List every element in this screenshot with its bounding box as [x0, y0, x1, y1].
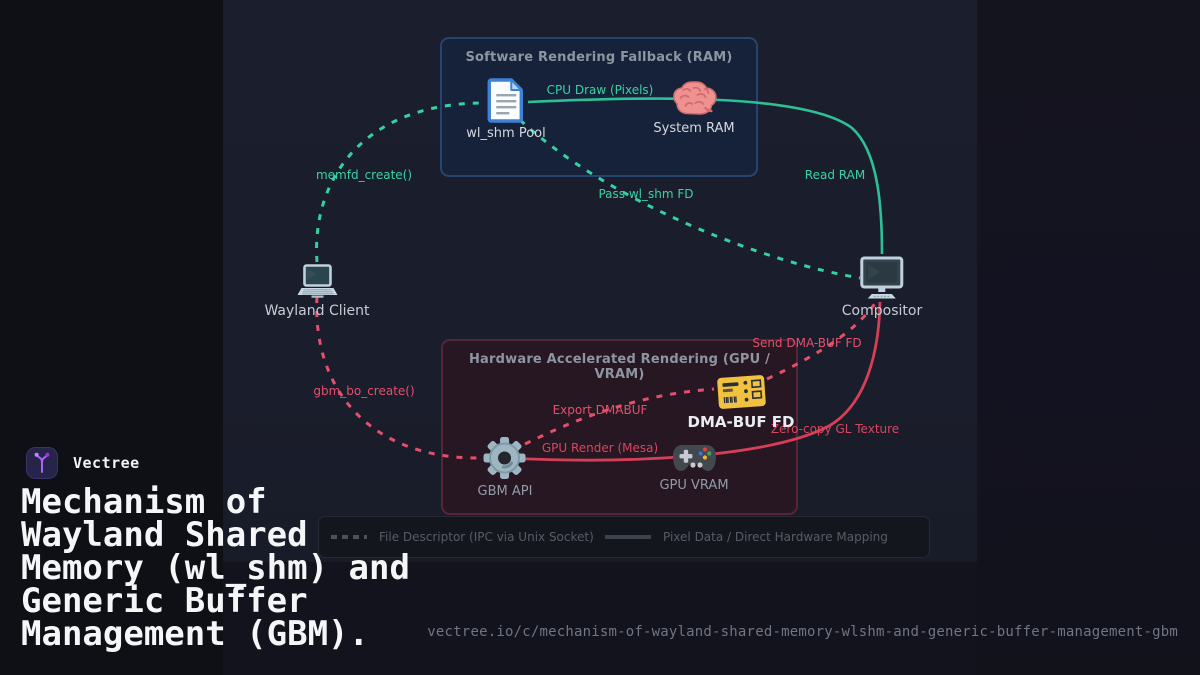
legend-item-fd: File Descriptor (IPC via Unix Socket): [331, 517, 594, 557]
node-wayland-client: Wayland Client: [264, 264, 370, 319]
edge-send-dmabuf-fd: [766, 298, 880, 381]
legend-label: File Descriptor (IPC via Unix Socket): [379, 530, 594, 544]
solid-line-sample: [605, 535, 651, 539]
edge-label-memfd-create: memfd_create(): [315, 168, 413, 182]
gear-icon: [483, 437, 526, 479]
node-system-ram: System RAM: [653, 80, 735, 136]
dashed-line-sample: [331, 535, 367, 539]
edge-label-zero-copy: Zero-copy GL Texture: [770, 422, 900, 436]
node-dma-buf-fd: DMA-BUF FD: [688, 374, 795, 431]
node-label: wl_shm Pool: [466, 126, 546, 141]
gamepad-icon: [672, 445, 716, 471]
edge-label-pass-wlshm-fd: Pass wl_shm FD: [598, 187, 694, 201]
node-label: System RAM: [653, 121, 735, 136]
diagram-edges: [315, 97, 884, 462]
node-label: Wayland Client: [264, 303, 370, 319]
right-margin-shade: [977, 0, 1200, 675]
brand: Vectree: [26, 447, 140, 479]
edge-label-cpu-draw: CPU Draw (Pixels): [546, 83, 654, 97]
edge-label-export-dmabuf: Export DMABUF: [552, 403, 648, 417]
legend-item-pixel: Pixel Data / Direct Hardware Mapping: [605, 517, 888, 557]
node-label: DMA-BUF FD: [687, 413, 795, 431]
node-gpu-vram: GPU VRAM: [659, 441, 729, 493]
page-title: Mechanism of Wayland Shared Memory (wl_s…: [21, 482, 410, 654]
edge-label-read-ram: Read RAM: [804, 168, 866, 182]
edge-gpu-render-zero-copy: [508, 301, 882, 462]
legend: File Descriptor (IPC via Unix Socket) Pi…: [318, 516, 930, 558]
node-gbm-api: GBM API: [477, 435, 533, 499]
node-label: GPU VRAM: [659, 478, 729, 493]
ticket-icon: [716, 375, 766, 409]
edge-label-gbm-bo-create: gbm_bo_create(): [313, 384, 415, 398]
document-icon: [487, 78, 523, 123]
hardware-group-title: Hardware Accelerated Rendering (GPU / VR…: [468, 352, 771, 382]
edge-export-dmabuf: [524, 387, 715, 446]
software-group-title: Software Rendering Fallback (RAM): [465, 50, 733, 65]
node-compositor: Compositor: [842, 256, 922, 319]
node-label: Compositor: [841, 303, 923, 319]
edge-pass-wlshm-fd: [518, 118, 861, 280]
hardware-rendering-group: Hardware Accelerated Rendering (GPU / VR…: [441, 339, 798, 515]
branch-icon: [26, 447, 58, 479]
brain-icon: [672, 81, 717, 115]
edge-cpu-draw-read-ram: [527, 97, 884, 255]
monitor-icon: [860, 256, 904, 299]
legend-label: Pixel Data / Direct Hardware Mapping: [663, 530, 888, 544]
brand-name: Vectree: [73, 454, 140, 472]
node-label: GBM API: [477, 484, 533, 499]
edge-label-send-dmabuf-fd: Send DMA-BUF FD: [752, 336, 862, 350]
node-wl-shm-pool: wl_shm Pool: [466, 77, 546, 141]
edge-gbm-bo-create: [315, 296, 478, 460]
diagram-panel: Software Rendering Fallback (RAM) Hardwa…: [223, 0, 977, 562]
footer-url: vectree.io/c/mechanism-of-wayland-shared…: [427, 624, 1178, 640]
edge-label-gpu-render: GPU Render (Mesa): [541, 441, 659, 455]
left-margin-bar: [0, 0, 223, 675]
laptop-icon: [297, 264, 337, 298]
edge-memfd-create: [315, 101, 485, 263]
